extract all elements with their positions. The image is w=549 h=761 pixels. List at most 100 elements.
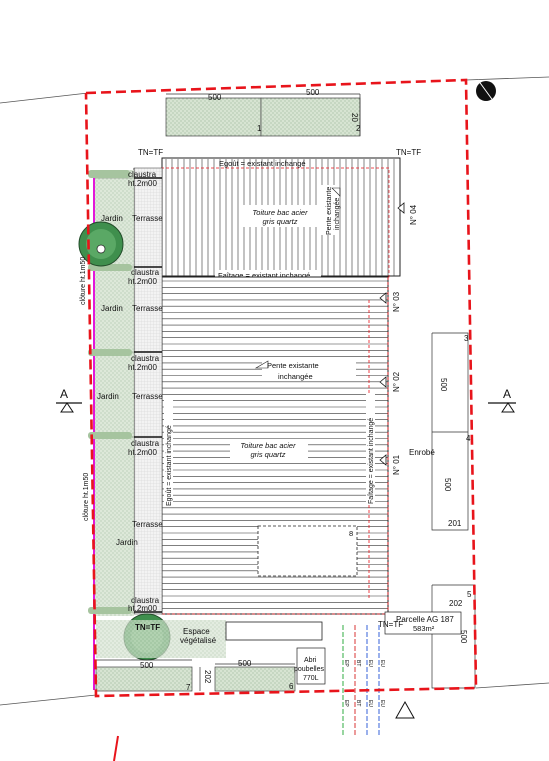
toiture-lower-line1: Toiture bac acier xyxy=(240,441,296,450)
dim-500-right-3: 500 xyxy=(459,630,468,644)
section-a-right: A xyxy=(503,387,511,401)
entry-marker xyxy=(395,700,415,719)
hatch-area-bottom-right xyxy=(214,666,296,692)
hatch-area-top-right xyxy=(260,97,361,137)
marker-n03: N° 03 xyxy=(392,291,401,312)
parcelle-box xyxy=(384,611,462,635)
point-8: 8 xyxy=(349,529,353,538)
hatch-area-top-left xyxy=(165,97,262,137)
tn-tf-top-right: TN=TF xyxy=(396,148,421,157)
espace-line2: végétalisé xyxy=(180,636,217,645)
net-eu-1: EU xyxy=(367,660,373,667)
hatch-area-bottom-left xyxy=(95,666,193,692)
cloture-bottom-label: clôture ht.1m50 xyxy=(83,473,90,521)
abri-line2: poubelles xyxy=(294,666,324,673)
claustra-4-line1: claustra xyxy=(131,439,160,448)
parcelle-line2: 583m² xyxy=(413,624,435,633)
marker-n04: N° 04 xyxy=(409,204,418,225)
pente-lower-line2: inchangée xyxy=(278,372,313,381)
terrasse-1: Terrasse xyxy=(132,214,163,223)
dim-201: 201 xyxy=(448,519,462,528)
claustra-4-line2: ht.2m00 xyxy=(128,448,157,457)
egout-side-label: Egoût = existant inchangé xyxy=(166,425,173,506)
dim-202-right: 202 xyxy=(449,599,463,608)
abri-volume: 770L xyxy=(303,675,319,682)
ground-lines xyxy=(0,76,549,706)
net-eu-2: EU xyxy=(379,660,385,667)
jardin-4: Jardin xyxy=(116,538,138,547)
section-marker-left: A xyxy=(56,387,82,413)
terrasse-3: Terrasse xyxy=(132,392,163,401)
north-arrow-icon xyxy=(476,79,496,103)
point-3: 3 xyxy=(464,334,469,343)
dim-202-bottom: 202 xyxy=(203,670,212,684)
tree-icon xyxy=(78,221,124,267)
net-eu-3: EU xyxy=(367,700,373,707)
net-eu-4: EU xyxy=(379,700,385,707)
utility-networks: EP BT EU EU EP BT EU EU xyxy=(342,625,385,735)
dim-500-right-1: 500 xyxy=(439,378,448,392)
abri-poubelles xyxy=(296,647,326,685)
dim-500-right-2: 500 xyxy=(443,478,452,492)
dim-500-top-left: 500 xyxy=(208,93,222,102)
marker-n01: N° 01 xyxy=(392,454,401,475)
claustra-2-line1: claustra xyxy=(131,268,160,277)
faitage-side-label: Faîtage = existant inchangé xyxy=(368,418,375,504)
toiture-upper-line1: Toiture bac acier xyxy=(252,208,308,217)
net-ep-2: EP xyxy=(343,700,349,707)
tn-tf-top-left: TN=TF xyxy=(138,148,163,157)
enrobe-label: Enrobé xyxy=(409,448,435,457)
marker-n02: N° 02 xyxy=(392,371,401,392)
property-boundary xyxy=(84,78,478,698)
point-4: 4 xyxy=(466,434,471,443)
net-bt-2: BT xyxy=(355,700,361,706)
terrace-strip xyxy=(133,167,163,615)
section-a-left: A xyxy=(60,387,68,401)
egout-top-label: Egoût = existant inchangé xyxy=(219,159,306,168)
claustra-5-line1: claustra xyxy=(131,596,160,605)
tn-tf-bottom-left: TN=TF xyxy=(135,623,160,632)
terrasse-labels: Terrasse Terrasse Terrasse Terrasse xyxy=(132,214,163,529)
pente-upper-line1: Pente existante xyxy=(326,187,333,235)
point-2: 2 xyxy=(356,124,361,133)
claustra-3-line2: ht.2m00 xyxy=(128,363,157,372)
bottom-structure xyxy=(225,621,323,641)
point-7: 7 xyxy=(186,683,191,692)
net-bt-1: BT xyxy=(355,660,361,666)
net-ep-1: EP xyxy=(343,660,349,667)
claustra-2-line2: ht.2m00 xyxy=(128,277,157,286)
dim-20-top: 20 xyxy=(350,113,359,122)
tn-tf-bottom-right: TN=TF xyxy=(378,620,403,629)
parcelle-line1: Parcelle AG 187 xyxy=(396,615,454,624)
jardin-labels: Jardin Jardin Jardin Jardin xyxy=(97,214,138,547)
parking-outline xyxy=(431,332,476,689)
faitage-mid-label: Faîtage = existant inchangé xyxy=(218,271,310,280)
dim-500-bottom-right: 500 xyxy=(238,659,252,668)
espace-vegetalise xyxy=(96,620,226,658)
boundary-stub xyxy=(113,735,119,761)
claustra-5-line2: ht.2m00 xyxy=(128,604,157,613)
espace-line1: Espace xyxy=(183,627,210,636)
toiture-lower-line2: gris quartz xyxy=(250,450,285,459)
claustra-1-line2: ht.2m00 xyxy=(128,179,157,188)
point-6: 6 xyxy=(289,682,294,691)
abri-line1: Abri xyxy=(304,657,317,664)
facade-markers: N° 04 N° 03 N° 02 N° 01 xyxy=(379,202,418,475)
pente-upper-line2: inchangée xyxy=(334,198,341,230)
claustra-1-line1: claustra xyxy=(128,170,157,179)
dim-500-bottom-left: 500 xyxy=(140,661,154,670)
claustra-labels: claustra ht.2m00 claustra ht.2m00 claust… xyxy=(128,170,160,613)
section-marker-right: A xyxy=(488,387,516,413)
terrasse-4: Terrasse xyxy=(132,520,163,529)
dim-500-top-right: 500 xyxy=(306,88,320,97)
jardin-2: Jardin xyxy=(101,304,123,313)
toiture-upper-line2: gris quartz xyxy=(262,217,297,226)
jardin-3: Jardin xyxy=(97,392,119,401)
jardin-1: Jardin xyxy=(101,214,123,223)
point-5: 5 xyxy=(467,590,472,599)
cloture-top-label: clôture ht.1m50 xyxy=(80,257,87,305)
claustra-3-line1: claustra xyxy=(131,354,160,363)
terrasse-2: Terrasse xyxy=(132,304,163,313)
pente-lower-line1: Pente existante xyxy=(267,361,319,370)
